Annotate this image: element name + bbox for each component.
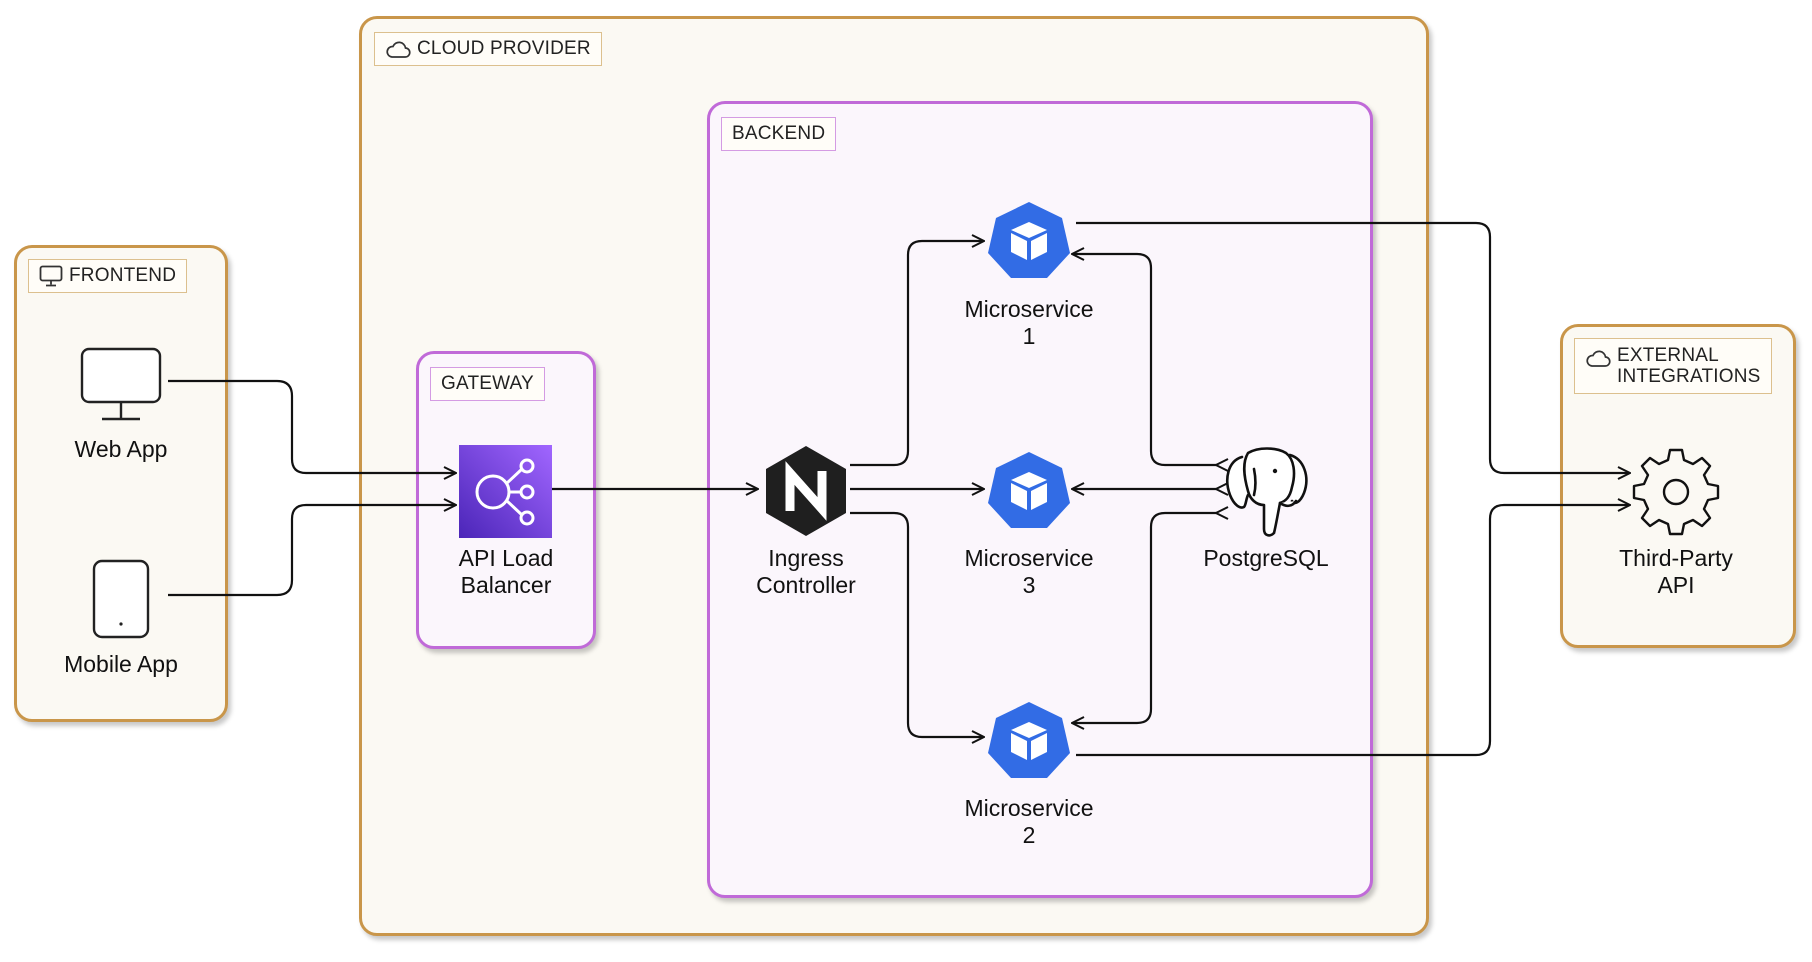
edge-mobile-to-lb xyxy=(168,505,455,597)
external-integrations-badge: EXTERNAL INTEGRATIONS xyxy=(1574,338,1772,394)
microservice-2-label: Microservice 2 xyxy=(964,795,1094,848)
load-balancer-label: API Load Balancer xyxy=(458,545,554,598)
microservice-1-label: Microservice 1 xyxy=(964,296,1094,349)
external-integrations-title: EXTERNAL INTEGRATIONS xyxy=(1617,345,1761,387)
ingress-label: Ingress Controller xyxy=(756,545,856,598)
edge-ms1-postgres xyxy=(1073,254,1217,465)
backend-badge: BACKEND xyxy=(721,117,837,151)
edge-ingress-to-ms1 xyxy=(850,241,983,467)
edge-webapp-to-lb xyxy=(168,379,455,473)
edge-ms2-to-thirdparty xyxy=(1076,505,1629,757)
frontend-title: FRONTEND xyxy=(69,265,177,286)
mobile-app-label: Mobile App xyxy=(64,651,178,677)
monitor-icon xyxy=(39,265,63,287)
edge-ms1-to-thirdparty xyxy=(1076,221,1629,473)
cloud-icon xyxy=(386,41,411,58)
web-app-label: Web App xyxy=(74,436,168,462)
third-party-api-label: Third-Party API xyxy=(1619,545,1733,598)
microservice-3-label: Microservice 3 xyxy=(964,545,1094,598)
kubernetes-pod-icon[interactable] xyxy=(987,700,1071,780)
postgresql-label: PostgreSQL xyxy=(1203,545,1329,571)
cloud-provider-title: CLOUD PROVIDER xyxy=(417,38,591,59)
frontend-badge: FRONTEND xyxy=(28,259,188,293)
cloud-icon xyxy=(1586,350,1611,367)
frontend-group[interactable] xyxy=(14,245,228,722)
cloud-provider-badge: CLOUD PROVIDER xyxy=(374,32,602,66)
kubernetes-pod-icon[interactable] xyxy=(987,200,1071,280)
aws-elb-icon[interactable] xyxy=(459,445,552,538)
edge-ms2-postgres xyxy=(1073,513,1217,723)
gear-icon[interactable] xyxy=(1630,446,1722,538)
backend-title: BACKEND xyxy=(732,123,826,144)
gateway-badge: GATEWAY xyxy=(430,367,545,401)
postgresql-elephant-icon[interactable] xyxy=(1220,443,1312,539)
gateway-title: GATEWAY xyxy=(441,373,534,394)
nginx-icon[interactable] xyxy=(762,443,850,539)
monitor-icon[interactable] xyxy=(78,346,164,424)
phone-icon[interactable] xyxy=(91,558,151,640)
kubernetes-pod-icon[interactable] xyxy=(987,450,1071,530)
edge-ingress-to-ms2 xyxy=(850,511,983,737)
